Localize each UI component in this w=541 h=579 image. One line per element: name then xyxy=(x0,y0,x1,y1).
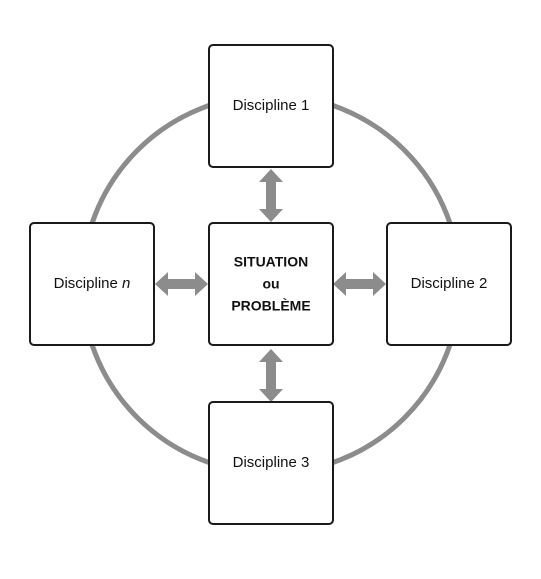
discipline-1-label: Discipline 1 xyxy=(233,97,310,114)
center-box: SITUATION ou PROBLÈME xyxy=(208,222,334,346)
center-frame xyxy=(208,222,334,346)
discipline-n-variable: n xyxy=(122,275,130,292)
discipline-n-frame xyxy=(29,222,155,346)
discipline-2-label: Discipline 2 xyxy=(411,275,488,292)
discipline-1-box: Discipline 1 xyxy=(208,44,334,168)
discipline-1-frame xyxy=(208,44,334,168)
arrow-right-center xyxy=(333,272,386,296)
center-line-ou: ou xyxy=(262,276,279,292)
center-line-situation: SITUATION xyxy=(234,254,308,270)
discipline-3-frame xyxy=(208,401,334,525)
discipline-3-box: Discipline 3 xyxy=(208,401,334,525)
arrow-left-center xyxy=(155,272,208,296)
discipline-2-box: Discipline 2 xyxy=(386,222,512,346)
discipline-n-label: Discipline n xyxy=(54,275,131,292)
center-line-probleme: PROBLÈME xyxy=(231,298,310,314)
discipline-n-box: Discipline n xyxy=(29,222,155,346)
arrow-bottom-center xyxy=(259,349,283,402)
discipline-3-label: Discipline 3 xyxy=(233,454,310,471)
discipline-n-prefix: Discipline xyxy=(54,275,122,292)
discipline-2-frame xyxy=(386,222,512,346)
arrow-top-center xyxy=(259,169,283,222)
